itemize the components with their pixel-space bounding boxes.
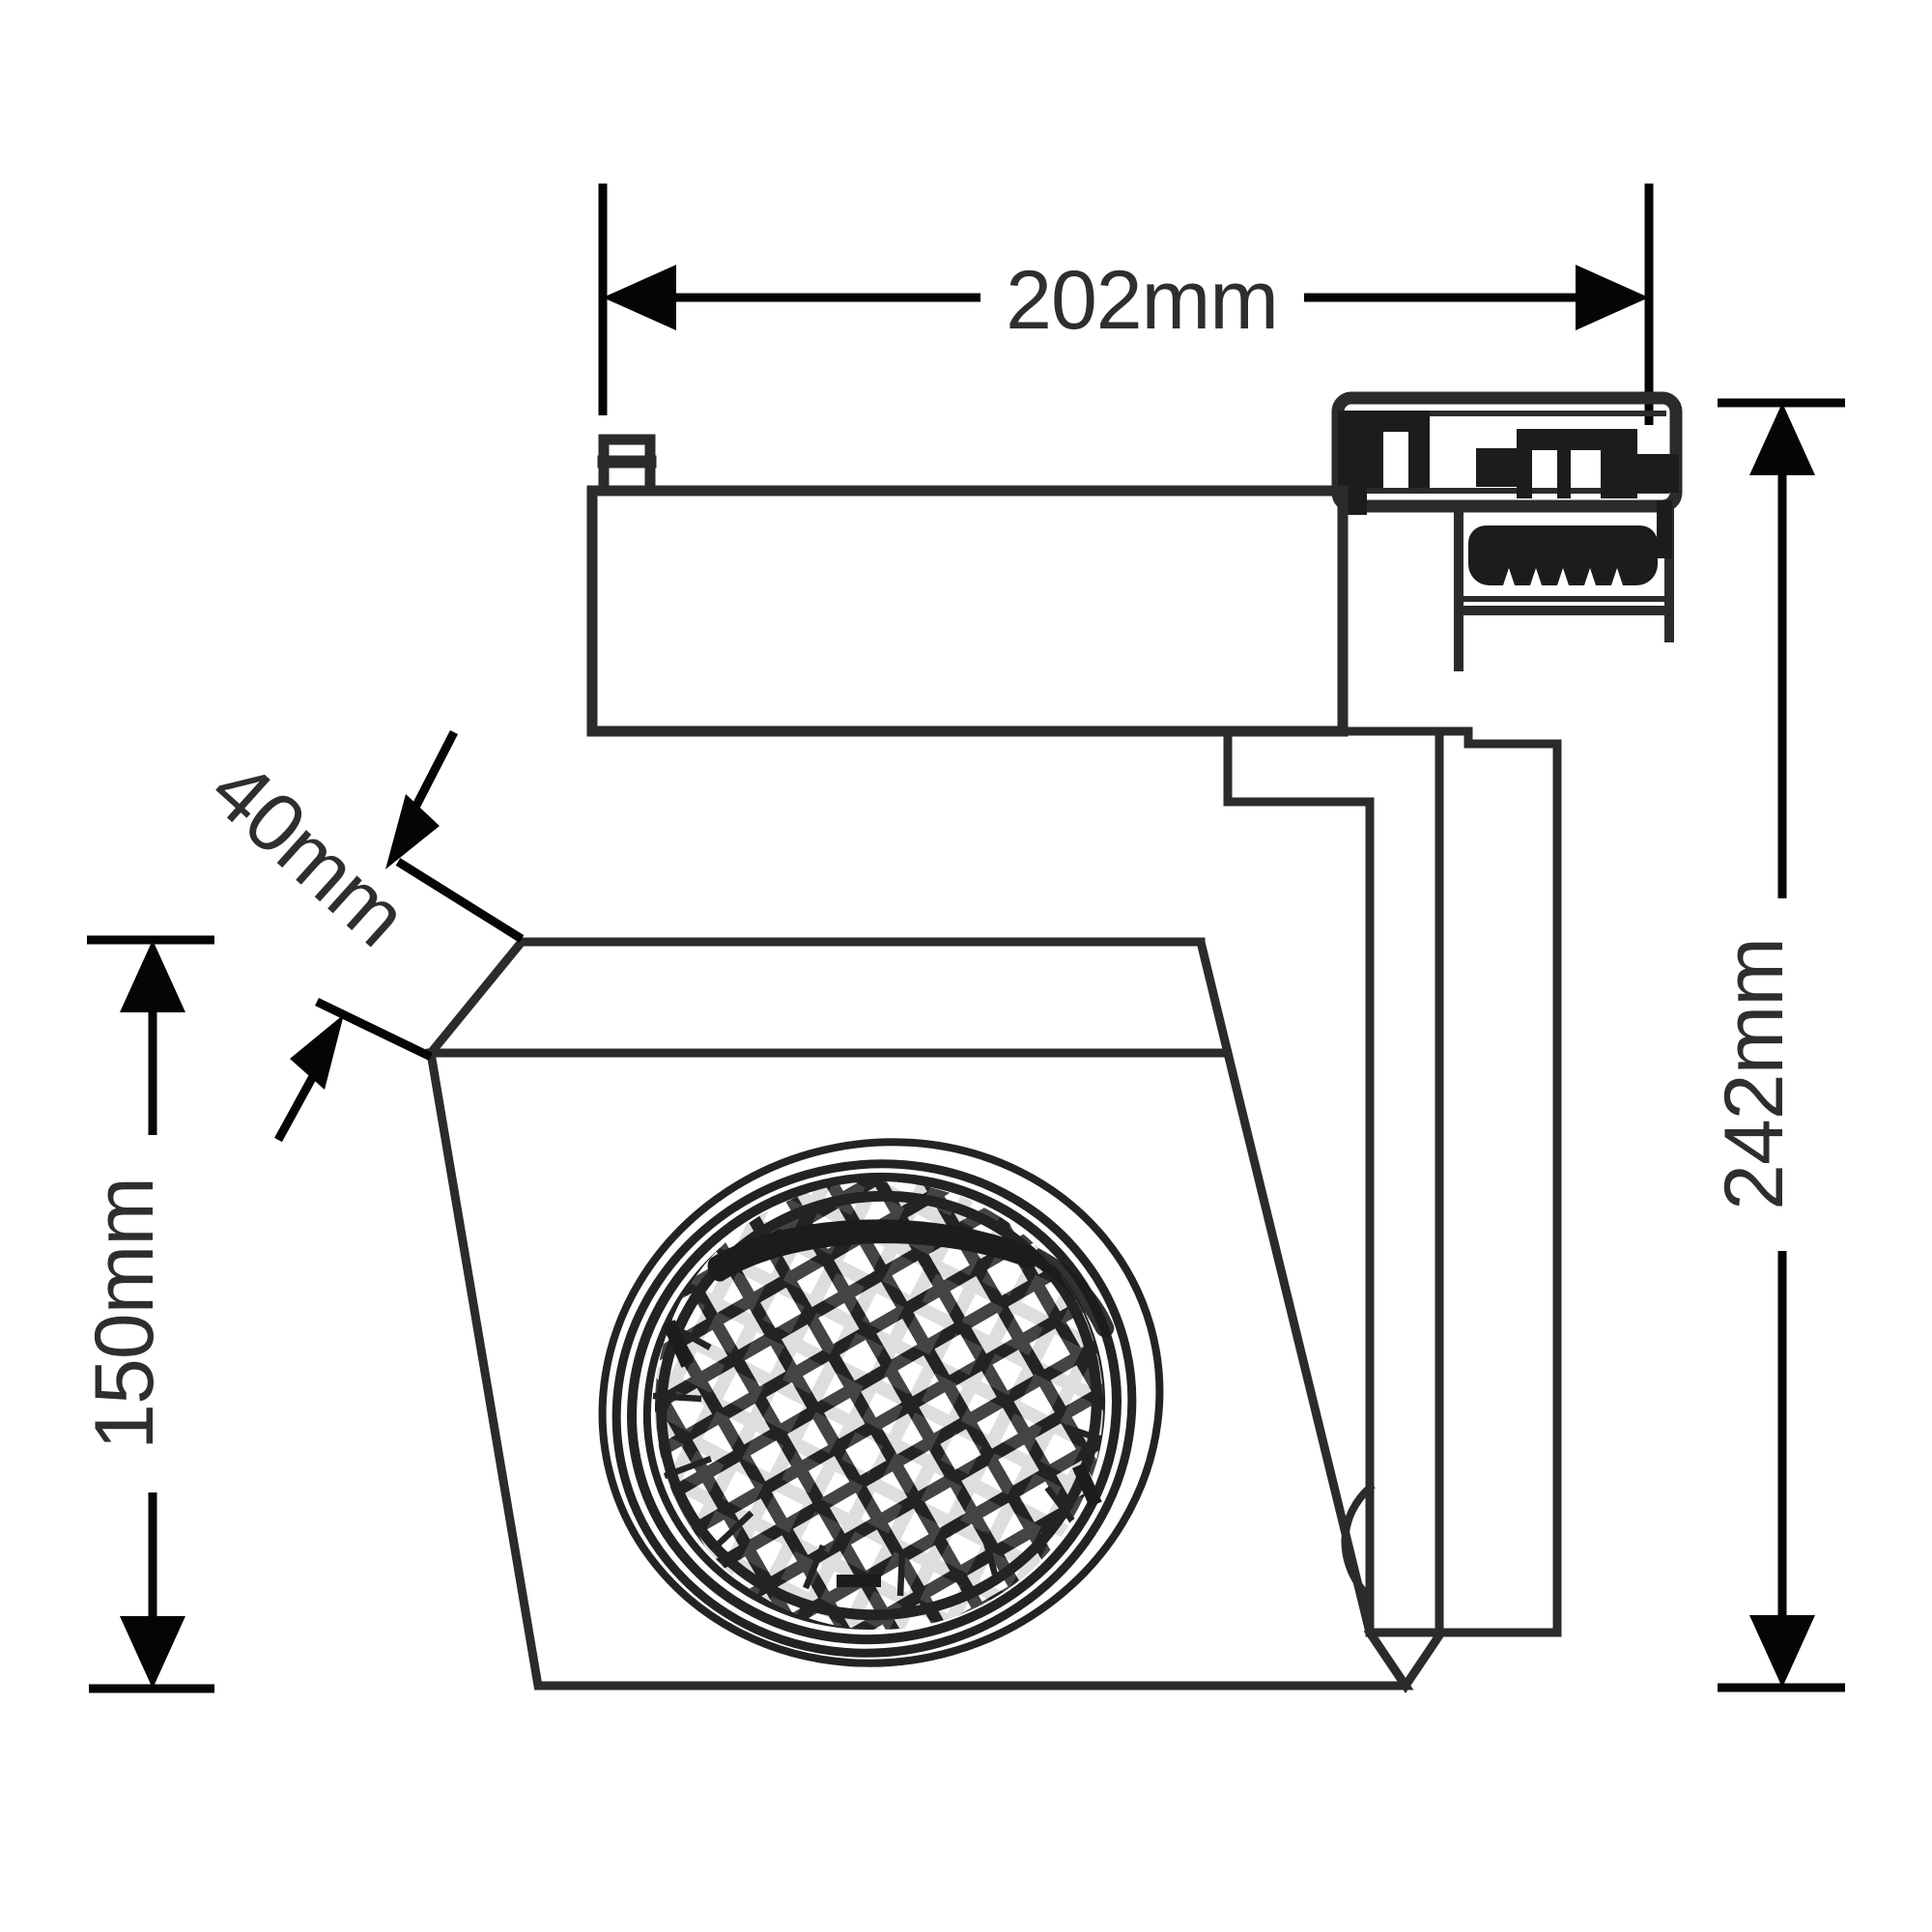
arm-bar-outline <box>586 485 1349 737</box>
arm-bar <box>586 434 1349 737</box>
baffle-tick-9 <box>1065 1424 1103 1443</box>
dimension-242mm: 242mm <box>1708 398 1845 1692</box>
arrowhead-40-upper <box>385 794 440 869</box>
baffle-tick-6 <box>896 1550 906 1597</box>
dimension-40mm: 40mm <box>193 729 525 1143</box>
arrowhead-242-bottom <box>1749 1615 1815 1688</box>
louvre-lens <box>598 1138 1164 1667</box>
adapter-right-bar <box>1657 500 1672 558</box>
baffle-tick-3 <box>663 1455 713 1480</box>
adapter-clip-left <box>1338 411 1430 488</box>
lamp-head <box>421 937 1414 1690</box>
lens-notch-right <box>1072 1463 1102 1508</box>
lens-top-shadow <box>707 1219 1038 1282</box>
lens-inner-ring <box>656 1190 1102 1621</box>
adapter-contacts <box>1468 526 1658 585</box>
adapter-lever <box>1476 429 1679 498</box>
head-body-profile <box>425 1048 1414 1690</box>
track-adapter <box>1331 391 1683 671</box>
lens-notch-left <box>663 1320 695 1368</box>
lens-mesh-area <box>652 1179 1106 1633</box>
contact-tooth-5 <box>1611 568 1623 585</box>
baffle-tick-2 <box>652 1392 702 1403</box>
lens-notch-bottom <box>837 1575 881 1587</box>
arrowhead-left <box>603 265 676 330</box>
lever-mid-post <box>1557 429 1571 498</box>
bracket-foot-point <box>1363 1626 1448 1694</box>
arrowhead-150-bottom <box>120 1616 185 1689</box>
contact-tooth-1 <box>1503 568 1515 585</box>
arrowhead-40-lower <box>290 1014 344 1090</box>
arrowhead-242-top <box>1749 403 1815 475</box>
lever-right-tab <box>1634 454 1679 493</box>
dimension-label-40mm: 40mm <box>193 743 424 964</box>
baffle-tick-8 <box>1044 1486 1075 1522</box>
dimension-label-202mm: 202mm <box>1006 254 1278 347</box>
contact-tooth-3 <box>1557 568 1569 585</box>
lens-rim-3 <box>627 1172 1122 1645</box>
dimension-202mm: 202mm <box>598 184 1654 425</box>
bracket-outer-profile <box>1223 726 1562 1637</box>
lever-left-tab <box>1476 448 1520 487</box>
arrowhead-150-top <box>120 940 185 1012</box>
baffle-tick-4 <box>714 1510 754 1548</box>
lens-top-shadow-right <box>1026 1248 1115 1338</box>
arm-tab <box>597 434 657 497</box>
ext-line-40-upper <box>395 858 525 943</box>
dimension-label-242mm: 242mm <box>1708 938 1801 1210</box>
dimension-150mm: 150mm <box>78 935 214 1693</box>
contact-pad <box>1468 526 1658 585</box>
contact-tooth-2 <box>1530 568 1542 585</box>
baffle-tick-7 <box>980 1531 999 1576</box>
baffle-tick-5 <box>802 1544 827 1590</box>
dimension-label-150mm: 150mm <box>78 1178 171 1450</box>
lens-mesh-grid-b <box>652 1179 1106 1633</box>
lens-outer-rim <box>598 1138 1164 1667</box>
lens-rim-2 <box>611 1159 1137 1658</box>
bevel-face <box>421 937 1234 1058</box>
vertical-bracket <box>1223 726 1562 1694</box>
ext-line-40-lower <box>315 997 433 1062</box>
arrowhead-right <box>1576 265 1649 330</box>
contact-tooth-4 <box>1584 568 1596 585</box>
lever-right-post <box>1601 429 1637 498</box>
